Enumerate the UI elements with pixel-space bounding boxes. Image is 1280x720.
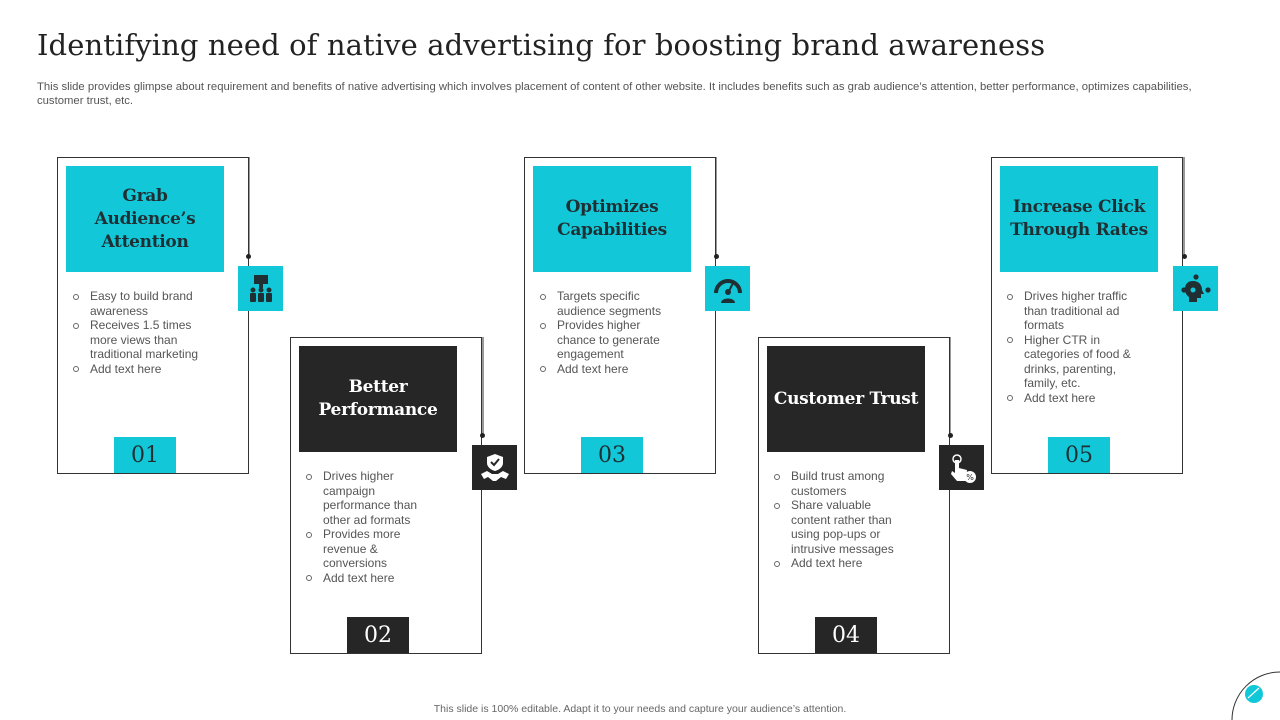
list-item: Receives 1.5 times more views than tradi… [72, 318, 212, 362]
handshake-shield-icon [472, 445, 517, 490]
card-number: 02 [347, 617, 409, 653]
connector-dot [480, 433, 485, 438]
card-heading: Increase Click Through Rates [1000, 166, 1158, 272]
card-connector [482, 337, 484, 436]
list-item: Targets specific audience segments [539, 289, 679, 318]
list-item: Add text here [1006, 391, 1146, 406]
list-item: Add text here [773, 556, 913, 571]
click-percent-icon: % [939, 445, 984, 490]
connector-dot [714, 254, 719, 259]
list-item: Build trust among customers [773, 469, 913, 498]
slide-footer: This slide is 100% editable. Adapt it to… [433, 703, 847, 715]
list-item: Drives higher traffic than traditional a… [1006, 289, 1146, 333]
card-connector [715, 157, 717, 256]
card-heading: Customer Trust [767, 346, 925, 452]
slide-subtitle: This slide provides glimpse about requir… [37, 81, 1192, 107]
list-item: Share valuable content rather than using… [773, 498, 913, 556]
benefit-card-3: Optimizes Capabilities Targets specific … [524, 157, 716, 474]
connector-dot [246, 254, 251, 259]
card-bullets: Drives higher campaign performance than … [305, 469, 445, 585]
slide-title: Identifying need of native advertising f… [37, 28, 1046, 62]
svg-text:%: % [966, 473, 974, 482]
connector-dot [1182, 254, 1187, 259]
card-heading: Optimizes Capabilities [533, 166, 691, 272]
card-connector [248, 157, 250, 256]
list-item: Add text here [72, 362, 212, 377]
card-number: 04 [815, 617, 877, 653]
card-bullets: Drives higher traffic than traditional a… [1006, 289, 1146, 405]
card-bullets: Easy to build brand awareness Receives 1… [72, 289, 212, 376]
list-item: Add text here [539, 362, 679, 377]
card-heading: Grab Audience’s Attention [66, 166, 224, 272]
list-item: Provides more revenue & conversions [305, 527, 445, 571]
gauge-user-icon [705, 266, 750, 311]
card-bullets: Build trust among customers Share valuab… [773, 469, 913, 571]
list-item: Easy to build brand awareness [72, 289, 212, 318]
card-heading: Better Performance [299, 346, 457, 452]
list-item: Drives higher campaign performance than … [305, 469, 445, 527]
card-number: 03 [581, 437, 643, 473]
card-connector [1183, 157, 1185, 256]
head-network-icon [1173, 266, 1218, 311]
list-item: Add text here [305, 571, 445, 586]
card-connector [949, 337, 951, 436]
connector-dot [948, 433, 953, 438]
benefit-card-5: Increase Click Through Rates Drives high… [991, 157, 1183, 474]
card-number: 05 [1048, 437, 1110, 473]
card-number: 01 [114, 437, 176, 473]
list-item: Provides higher chance to generate engag… [539, 318, 679, 362]
card-bullets: Targets specific audience segments Provi… [539, 289, 679, 376]
benefit-card-4: Customer Trust Build trust among custome… [758, 337, 950, 654]
list-item: Higher CTR in categories of food & drink… [1006, 333, 1146, 391]
corner-decoration [1231, 671, 1280, 720]
benefit-card-1: Grab Audience’s Attention Easy to build … [57, 157, 249, 474]
benefit-card-2: Better Performance Drives higher campaig… [290, 337, 482, 654]
audience-presentation-icon [238, 266, 283, 311]
